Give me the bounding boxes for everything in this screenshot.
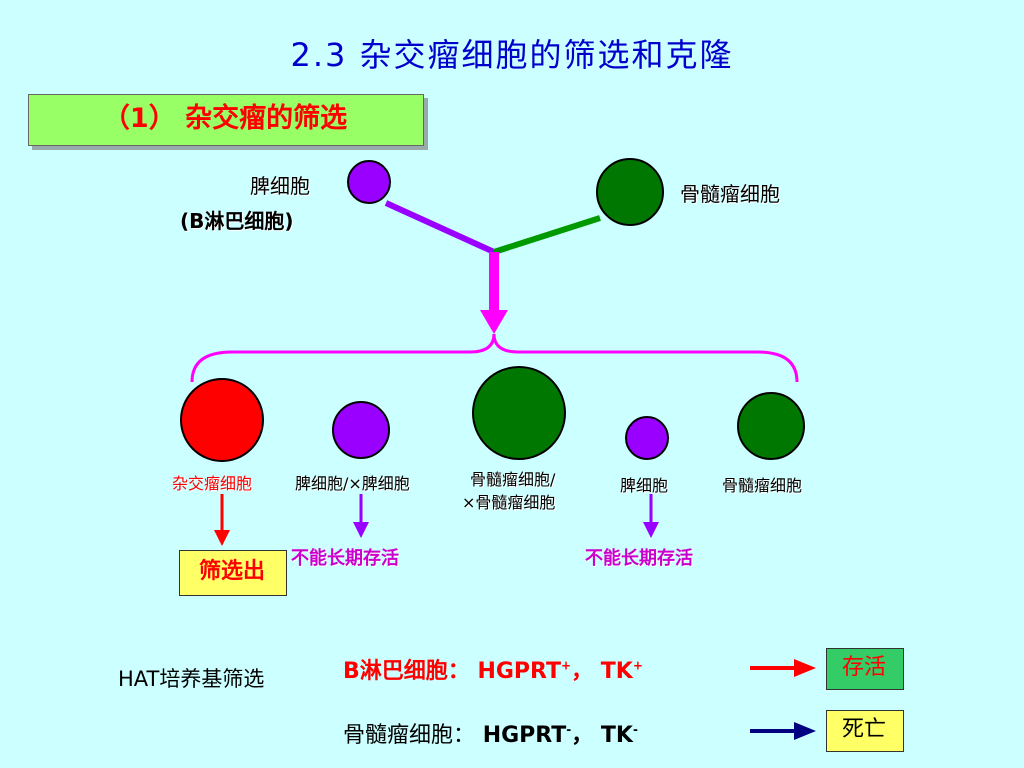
myeloma-sep: ， xyxy=(571,723,594,748)
spleen-label: 脾细胞 xyxy=(250,174,310,198)
hybridoma-outcome-arrow xyxy=(214,530,230,546)
screened-out-label: 筛选出 xyxy=(198,559,265,584)
myeloma-single-label: 骨髓瘤细胞 xyxy=(722,476,803,495)
b-cell-hgprt-sup: + xyxy=(561,658,572,673)
spleen-spleen-label: 脾细胞/×脾细胞 xyxy=(295,474,410,493)
spleen-outcome-arrow xyxy=(353,522,369,538)
fusion-arrow-head xyxy=(480,310,508,334)
myeloma-myeloma-label-2: ×骨髓瘤细胞 xyxy=(462,493,556,512)
myeloma-myeloma-cell xyxy=(472,366,566,460)
myeloma-tk-sup: - xyxy=(632,722,638,737)
myeloma-myeloma-label-1: 骨髓瘤细胞/ xyxy=(470,470,556,489)
myeloma-label: 骨髓瘤细胞 xyxy=(680,182,780,206)
cannot-survive-label-2: 不能长期存活 xyxy=(585,548,693,569)
myeloma-hgprt-sup: - xyxy=(566,722,572,737)
myeloma-hgprt: HGPRT xyxy=(482,723,567,748)
hybridoma-label: 杂交瘤细胞 xyxy=(172,474,253,493)
products-brace xyxy=(190,333,799,383)
b-cell-genotype: B淋巴细胞： HGPRT+， TK+ xyxy=(343,653,643,685)
myeloma-fusion-line xyxy=(493,215,601,255)
survive-box xyxy=(826,648,904,690)
spleen-sublabel: (B淋巴细胞) xyxy=(180,209,294,233)
b-cell-label: B淋巴细胞： xyxy=(343,659,470,684)
myeloma-genotype-label: 骨髓瘤细胞： xyxy=(343,723,476,748)
die-arrow xyxy=(794,722,816,740)
spleen-cell xyxy=(347,160,391,204)
die-label: 死亡 xyxy=(841,717,886,742)
spleen-spleen-cell xyxy=(332,401,390,459)
screened-out-box xyxy=(179,550,287,596)
spleen-single-outcome-arrow xyxy=(643,522,659,538)
hybridoma-cell xyxy=(180,378,264,462)
section-banner xyxy=(28,94,424,146)
survive-arrow xyxy=(794,659,816,677)
spleen-fusion-line xyxy=(384,200,496,255)
b-cell-sep: ， xyxy=(571,659,594,684)
myeloma-single-cell xyxy=(737,392,805,460)
spleen-single-cell xyxy=(625,416,669,460)
section-label: （1） 杂交瘤的筛选 xyxy=(102,103,348,134)
hat-medium-label: HAT培养基筛选 xyxy=(118,667,265,691)
b-cell-hgprt: HGPRT xyxy=(477,659,562,684)
die-box xyxy=(826,710,904,752)
spleen-single-label: 脾细胞 xyxy=(620,476,669,495)
b-cell-tk-sup: + xyxy=(632,658,643,673)
page-title: 2.3 杂交瘤细胞的筛选和克隆 xyxy=(290,36,734,74)
myeloma-tk: TK xyxy=(600,723,633,748)
myeloma-cell xyxy=(596,158,664,226)
cannot-survive-label-1: 不能长期存活 xyxy=(291,548,399,569)
survive-label: 存活 xyxy=(841,655,886,680)
myeloma-genotype: 骨髓瘤细胞： HGPRT-， TK- xyxy=(343,717,638,749)
b-cell-tk: TK xyxy=(600,659,633,684)
